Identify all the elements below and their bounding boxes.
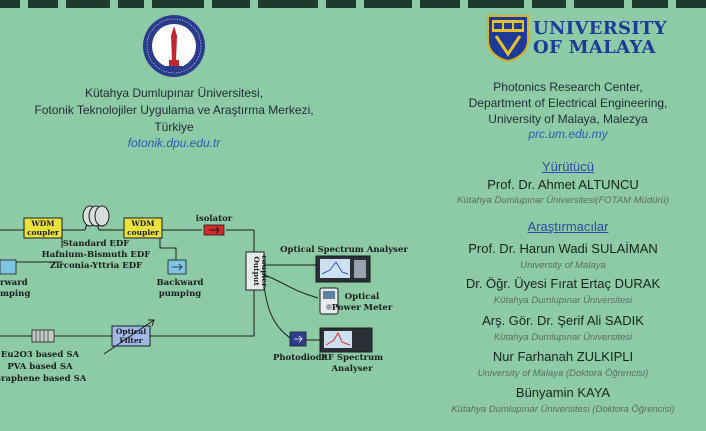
forward-pump-line-2: mping [0,289,30,299]
lead-name: Prof. Dr. Ahmet ALTUNCU [487,177,639,192]
um-logo-line-2: OF MALAYA [533,37,656,58]
photodiode-label: Photodiode [273,353,328,363]
edf-label-line-1: Standard EDF [63,239,129,249]
um-text-line-3: University of Malaya, Malezya [488,112,648,126]
optical-filter-line-2: Filter [119,336,143,345]
backward-pump-line-2: pumping [159,289,201,299]
researcher-affiliation: University of Malaya [520,260,606,271]
sa-connector-icon [31,329,55,343]
sa-label-line-2: PVA based SA [7,362,73,372]
rf-analyser-line-2: Analyser [330,364,373,374]
top-title-strip [0,0,706,8]
researcher-affiliation: Kütahya Dumlupınar Üniversitesi [493,332,633,343]
edf-label-line-3: Zirconia-Yttria EDF [50,261,142,271]
sa-label-line-1: Eu2O3 based SA [1,350,80,360]
researcher-name: Bünyamin KAYA [515,385,611,400]
sa-label-line-3: Graphene based SA [0,374,87,384]
wdm1-label-line-1: WDM [30,219,54,228]
um-text-line-1: Photonics Research Center, [493,80,643,94]
tunable-arrow-icon [103,319,155,355]
um-logo-line-1: UNIVERSITY [533,18,667,39]
optical-filter-line-1: Optical [116,327,147,336]
researcher-affiliation: Kütahya Dumlupınar Üniversitesi (Doktora… [451,404,675,415]
power-meter-line-1: Optical [345,292,380,302]
edf-coil-icon [82,205,110,227]
dpu-name-line-2: Fotonik Teknolojiler Uygulama ve Araştır… [34,103,314,117]
um-crest-logo [487,15,529,62]
researcher-name: Arş. Gör. Dr. Şerif Ali SADIK [482,313,644,328]
output-coupler-line-1: Output [252,256,261,286]
dpu-website-link[interactable]: fotonik.dpu.edu.tr [127,136,221,150]
researcher-name: Prof. Dr. Harun Wadi SULAİMAN [468,241,658,256]
output-coupler-line-2: coupler [260,255,269,288]
wdm-coupler-2 [123,217,163,239]
researcher-affiliation: Kütahya Dumlupınar Üniversitesi [493,295,633,306]
isolator-label: isolator [196,214,233,224]
forward-pump-line-1: rward [0,278,28,288]
backward-pump-line-1: Backward [156,278,203,288]
rf-analyser-line-1: RF Spectrum [321,353,383,363]
wdm2-label-line-2: coupler [127,228,160,237]
um-text-line-2: Department of Electrical Engineering, [468,96,668,110]
forward-pump-icon [0,259,17,275]
lead-heading: Yürütücü [541,159,595,174]
researchers-heading: Araştırmacılar [527,219,609,234]
wdm2-label-line-1: WDM [130,219,154,228]
wdm-coupler-1 [23,217,63,239]
dpu-name-line-1: Kütahya Dumlupınar Üniversitesi, [84,86,264,100]
fiber-lines [0,220,320,341]
dpu-name-line-3: Türkiye [154,120,194,134]
osa-label: Optical Spectrum Analyser [280,245,408,255]
output-coupler [245,251,265,291]
dpu-seal-logo [143,15,205,77]
fiber-laser-setup-diagram: WDM coupler WDM coupler Standard EDF Haf… [0,205,408,384]
edf-label-line-2: Hafnium-Bismuth EDF [42,250,151,260]
lead-affiliation: Kütahya Dumlupınar Üniversitesi(FOTAM Mü… [456,195,670,206]
researcher-affiliation: University of Malaya (Doktora Öğrencisi) [477,368,649,379]
wdm1-label-line-2: coupler [27,228,60,237]
researcher-name: Dr. Öğr. Üyesi Fırat Ertaç DURAK [465,276,661,291]
power-meter-line-2: Power Meter [332,303,393,313]
um-website-link[interactable]: prc.um.edu.my [528,127,608,141]
researcher-name: Nur Farhanah ZULKIPLI [492,349,634,364]
